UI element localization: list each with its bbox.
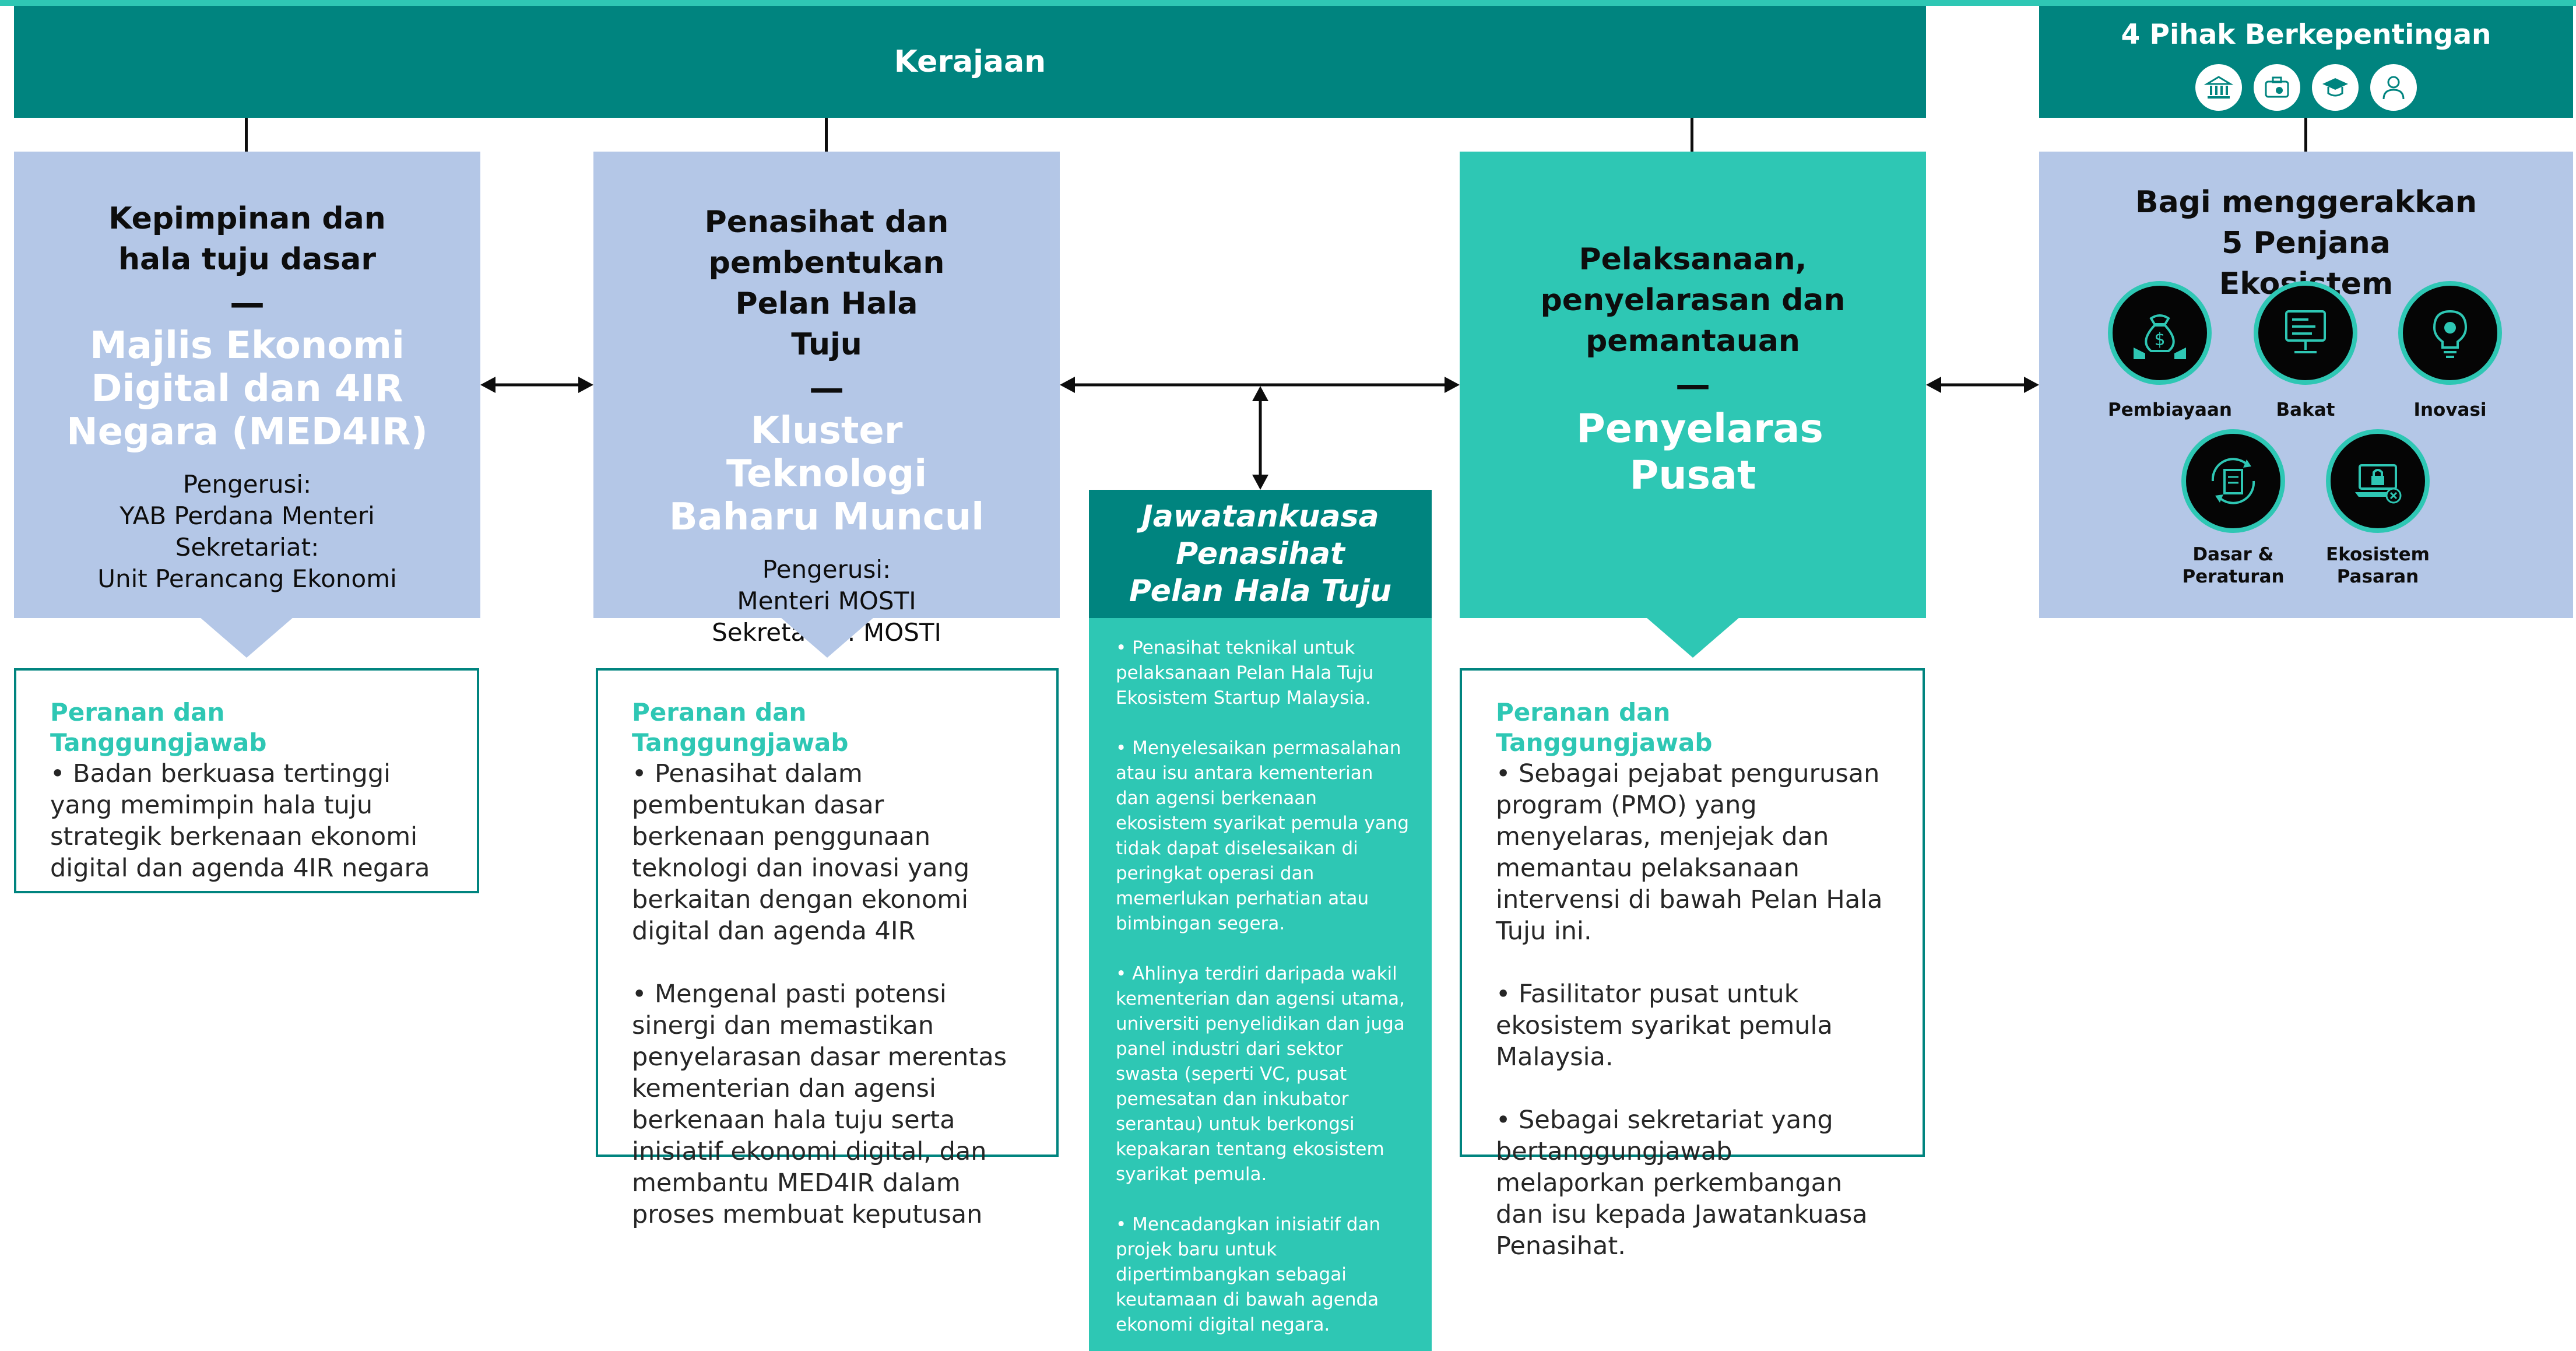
kluster-roles-title: Peranan dan Tanggungjawab [632, 698, 849, 757]
stakeholders-header: 4 Pihak Berkepentingan [2039, 6, 2573, 118]
med4ir-name: Majlis Ekonomi Digital dan 4IR Negara (M… [66, 324, 428, 454]
person-icon [2370, 64, 2417, 111]
ekosistem-label: Dasar & Peraturan [2182, 544, 2285, 587]
double-arrow [1926, 377, 2039, 393]
stakeholders-label: 4 Pihak Berkepentingan [2121, 19, 2491, 51]
med4ir-roles-title: Peranan dan Tanggungjawab [50, 698, 267, 757]
med4ir-heading: Kepimpinan dan hala tuju dasar [108, 201, 386, 277]
med4ir-dash: — [230, 283, 265, 324]
kluster-heading: Penasihat dan pembentukan Pelan Hala Tuj… [704, 205, 949, 362]
kerajaan-label: Kerajaan [894, 44, 1046, 79]
bank-icon [2195, 64, 2242, 111]
kluster-dash: — [809, 368, 844, 409]
jawatankuasa-item: • Mencadangkan inisiatif dan projek baru… [1116, 1214, 1381, 1335]
jawatankuasa-header: Jawatankuasa Penasihat Pelan Hala Tuju [1089, 490, 1432, 618]
kluster-name: Kluster Teknologi Baharu Muncul [669, 409, 985, 539]
svg-text:$: $ [2154, 329, 2165, 350]
med4ir-roles-box: Peranan dan Tanggungjawab • Badan berkua… [14, 668, 479, 893]
double-arrow [1060, 377, 1460, 393]
laptop-lock-icon [2326, 429, 2430, 533]
presentation-icon [2254, 281, 2357, 385]
documents-cycle-icon [2181, 429, 2285, 533]
ekosistem-item: Inovasi [2398, 281, 2503, 421]
graduation-cap-icon [2312, 64, 2359, 111]
connector-line [245, 118, 248, 152]
med4ir-secretariat-label: Sekretariat: [175, 533, 319, 562]
ekosistem-item: Ekosistem Pasaran [2326, 429, 2431, 588]
med4ir-chair-label: Pengerusi: [182, 470, 312, 499]
penyelaras-name: Penyelaras Pusat [1576, 406, 1823, 499]
ekosistem-label: Ekosistem Pasaran [2326, 544, 2430, 587]
penyelaras-roles-box: Peranan dan Tanggungjawab • Sebagai peja… [1460, 668, 1925, 1261]
connector-line [825, 118, 828, 152]
kluster-chair-label: Pengerusi: [762, 555, 891, 584]
double-arrow [480, 377, 593, 393]
penyelaras-pointer [1646, 617, 1740, 658]
med4ir-secretariat: Unit Perancang Ekonomi [97, 564, 397, 593]
money-bag-icon: $ [2108, 281, 2212, 385]
penyelaras-role-item: • Fasilitator pusat untuk ekosistem syar… [1496, 980, 1833, 1072]
kerajaan-header: Kerajaan [14, 6, 1926, 118]
ekosistem-heading: Bagi menggerakkan 5 Penjana Ekosistem [2135, 185, 2477, 301]
kluster-chair: Menteri MOSTI [737, 587, 916, 615]
lightbulb-icon [2398, 281, 2502, 385]
penyelaras-roles-title: Peranan dan Tanggungjawab [1496, 698, 1713, 757]
jawatankuasa-item: • Menyelesaikan permasalahan atau isu an… [1116, 738, 1410, 934]
ekosistem-label: Bakat [2276, 399, 2335, 420]
ekosistem-label: Inovasi [2413, 399, 2487, 420]
med4ir-chair: YAB Perdana Menteri [120, 501, 375, 530]
med4ir-box: Kepimpinan dan hala tuju dasar — Majlis … [14, 152, 480, 618]
penyelaras-role-item: • Sebagai sekretariat yang bertanggungja… [1496, 1106, 1868, 1261]
kluster-roles-box: Peranan dan Tanggungjawab • Penasihat da… [596, 668, 1059, 1229]
kluster-role-item: • Mengenal pasti potensi sinergi dan mem… [632, 980, 1007, 1229]
ekosistem-item: Dasar & Peraturan [2181, 429, 2286, 588]
ekosistem-item: $ Pembiayaan [2108, 281, 2232, 421]
kluster-role-item: • Penasihat dalam pembentukan dasar berk… [632, 759, 970, 946]
med4ir-role-item: • Badan berkuasa tertinggi yang memimpin… [50, 759, 430, 883]
ekosistem-item: Bakat [2254, 281, 2359, 421]
kluster-box: Penasihat dan pembentukan Pelan Hala Tuj… [593, 152, 1060, 647]
ekosistem-label: Pembiayaan [2108, 399, 2232, 420]
ekosistem-box: Bagi menggerakkan 5 Penjana Ekosistem $ … [2039, 152, 2573, 618]
penyelaras-dash: — [1675, 364, 1710, 405]
jawatankuasa-item: • Ahlinya terdiri daripada wakil kemente… [1116, 963, 1405, 1185]
top-stripe [0, 0, 2576, 6]
penyelaras-role-item: • Sebagai pejabat pengurusan program (PM… [1496, 759, 1883, 946]
briefcase-icon [2254, 64, 2300, 111]
vertical-double-arrow [1252, 386, 1268, 490]
connector-line [2304, 118, 2307, 152]
med4ir-pointer [199, 617, 294, 658]
jawatankuasa-body: • Penasihat teknikal untuk pelaksanaan P… [1089, 618, 1432, 1351]
penyelaras-box: Pelaksanaan, penyelarasan dan pemantauan… [1460, 152, 1926, 618]
connector-line [1691, 118, 1693, 152]
kluster-pointer [780, 617, 874, 658]
penyelaras-heading: Pelaksanaan, penyelarasan dan pemantauan [1540, 242, 1846, 359]
jawatankuasa-title: Jawatankuasa Penasihat Pelan Hala Tuju [1129, 499, 1392, 609]
jawatankuasa-item: • Penasihat teknikal untuk pelaksanaan P… [1116, 637, 1374, 708]
